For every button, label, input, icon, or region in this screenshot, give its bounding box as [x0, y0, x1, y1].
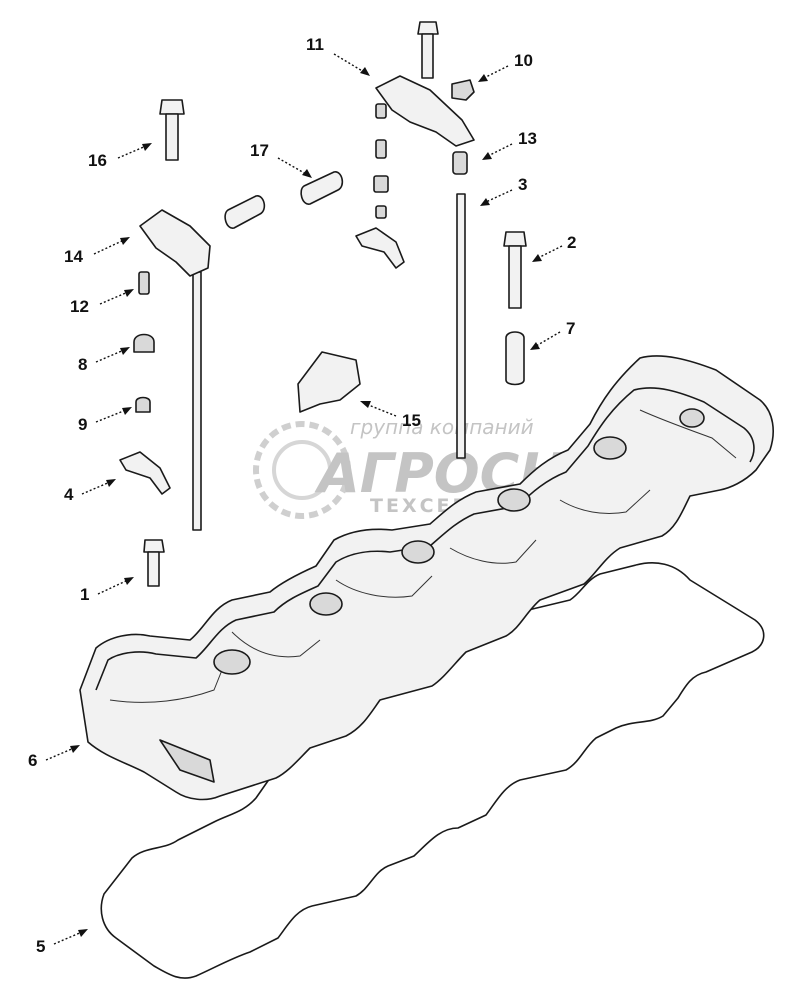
- callout-number: 5: [36, 937, 45, 956]
- callout-6: 6: [28, 745, 80, 770]
- callout-3: 3: [480, 175, 527, 206]
- nut-part-10: [451, 79, 475, 101]
- valve-cover-gasket: [100, 562, 765, 979]
- callout-1: 1: [80, 577, 134, 604]
- push-rod-left: [192, 271, 202, 531]
- callout-number: 16: [88, 151, 107, 170]
- callout-number: 15: [402, 411, 421, 430]
- callout-12: 12: [70, 289, 134, 316]
- rocker-pivots-part-17: [224, 171, 344, 229]
- callout-number: 11: [306, 35, 324, 54]
- callout-13: 13: [482, 129, 537, 160]
- rocker-arm-part-14: [139, 209, 211, 277]
- callout-number: 14: [64, 247, 83, 266]
- push-rod-part-3: [456, 193, 466, 459]
- lever-center: [355, 227, 405, 269]
- callout-7: 7: [530, 319, 575, 350]
- bolt-part-2: [503, 231, 527, 309]
- callout-9: 9: [78, 407, 132, 434]
- cap-part-8: [133, 333, 155, 353]
- callout-number: 9: [78, 415, 87, 434]
- callout-number: 10: [514, 51, 533, 70]
- callout-number: 1: [80, 585, 89, 604]
- callout-number: 13: [518, 129, 537, 148]
- bolt-part-16: [159, 99, 185, 161]
- adjuster-pieces: [373, 103, 389, 219]
- spacer-part-13: [452, 151, 468, 175]
- callout-number: 6: [28, 751, 37, 770]
- callout-5: 5: [36, 929, 88, 956]
- callout-2: 2: [532, 233, 576, 262]
- valve-cover-housing: [79, 355, 774, 801]
- callout-number: 3: [518, 175, 527, 194]
- watermark-gear-icon: [253, 421, 351, 519]
- bracket-part-15: [297, 351, 361, 413]
- callout-10: 10: [478, 51, 533, 82]
- bolt-top: [417, 21, 439, 79]
- callout-16: 16: [88, 143, 152, 170]
- callout-number: 4: [64, 485, 74, 504]
- watermark-line-1: группа компаний: [350, 415, 534, 439]
- bolt-part-1: [143, 539, 165, 587]
- lever-part-4: [119, 451, 171, 495]
- sleeve-part-7: [505, 331, 525, 386]
- callout-number: 12: [70, 297, 89, 316]
- cap-part-9: [135, 396, 151, 413]
- callout-number: 17: [250, 141, 269, 160]
- callout-11: 11: [306, 35, 370, 76]
- callout-8: 8: [78, 347, 130, 374]
- adjusting-screw-part-12: [138, 271, 150, 295]
- callout-14: 14: [64, 237, 130, 266]
- callout-15: 15: [360, 401, 421, 430]
- callout-number: 8: [78, 355, 87, 374]
- callout-number: 2: [567, 233, 576, 252]
- callout-17: 17: [250, 141, 312, 178]
- rocker-assembly-part-11: [375, 75, 475, 147]
- callout-number: 7: [566, 319, 575, 338]
- callout-4: 4: [64, 479, 116, 504]
